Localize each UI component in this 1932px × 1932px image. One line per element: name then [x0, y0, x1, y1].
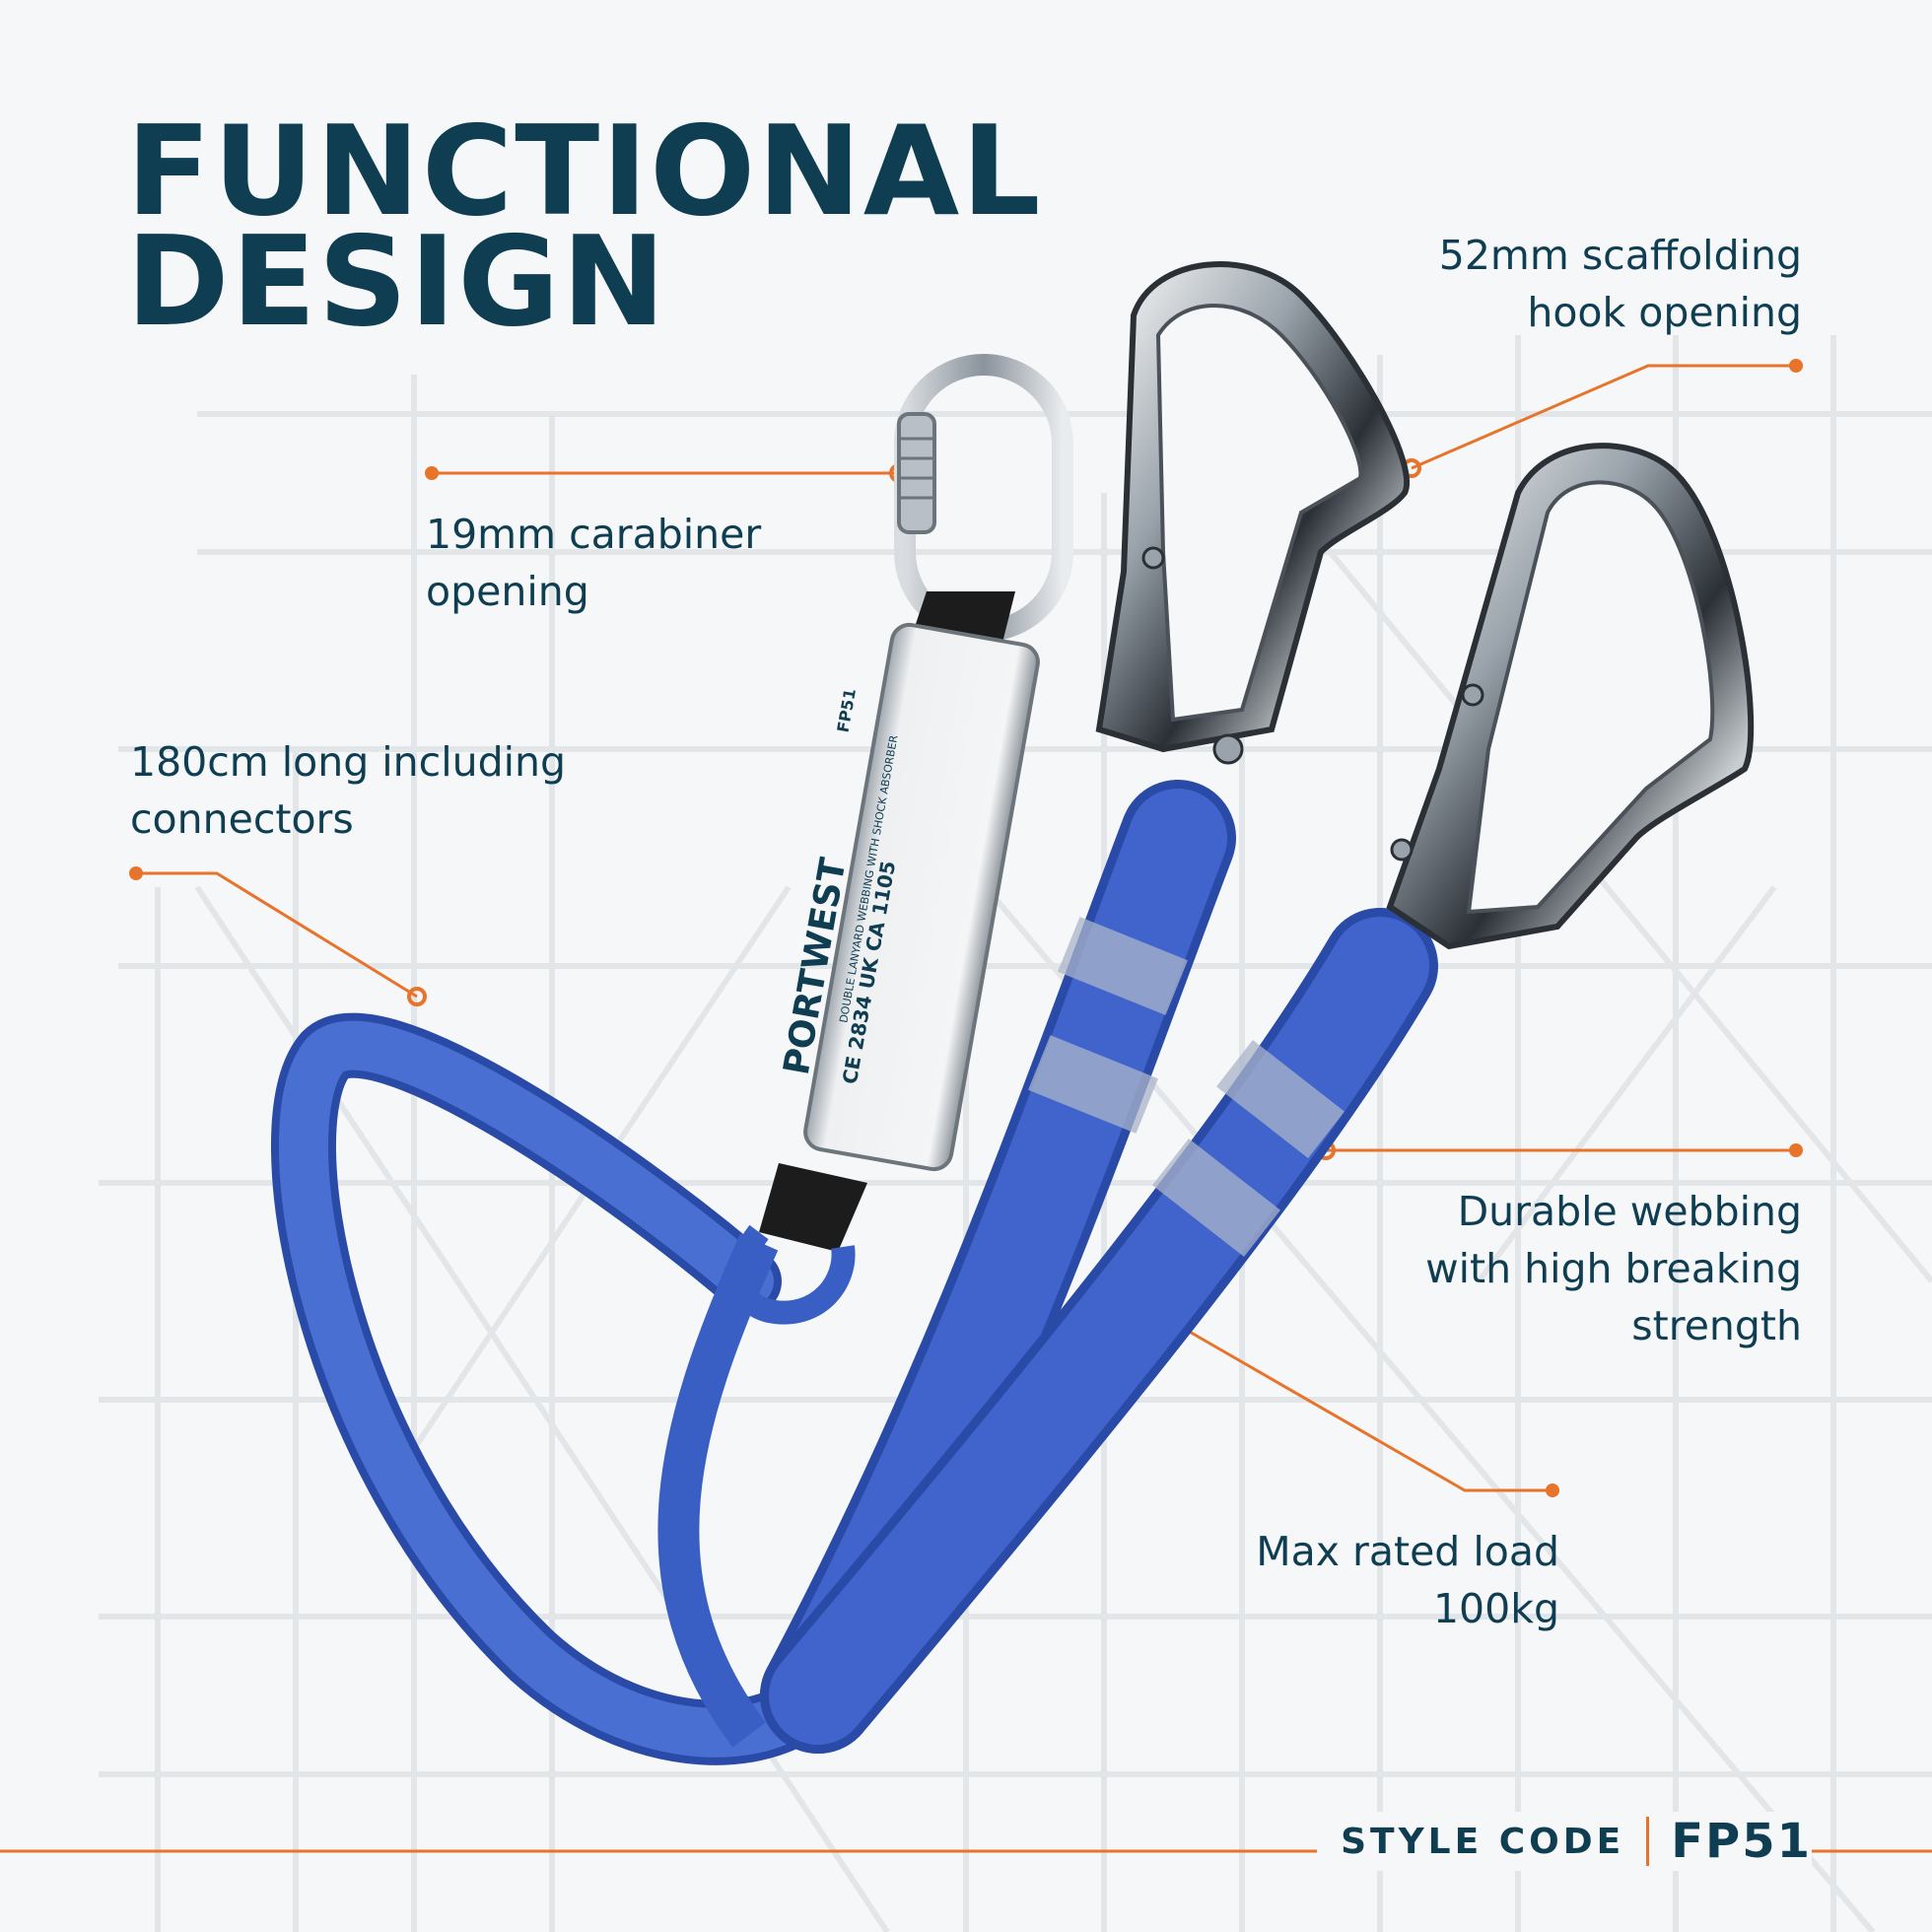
callout-length: 180cm long including connectors: [130, 733, 566, 848]
webbing-strap-right: [760, 908, 1438, 1754]
callout-webbing-line-3: strength: [1631, 1302, 1802, 1349]
scaffold-hook-icon: [1095, 260, 1410, 765]
style-code-label: STYLE CODE: [1341, 1821, 1625, 1862]
callout-hook-opening: 52mm scaffolding hook opening: [1439, 227, 1802, 341]
absorber-code: FP51: [834, 687, 861, 734]
callout-carabiner-opening: 19mm carabiner opening: [426, 506, 761, 620]
callout-connectors: [136, 364, 1796, 1492]
callout-hook-line-2: hook opening: [1527, 289, 1802, 336]
webbing-loop: [271, 1012, 851, 1765]
callout-length-line-2: connectors: [130, 795, 354, 843]
callout-max-load: Max rated load 100kg: [1256, 1523, 1559, 1637]
load-connector: [1180, 1325, 1552, 1492]
callout-webbing: Durable webbing with high breaking stren…: [1425, 1183, 1802, 1354]
callout-load-line-1: Max rated load: [1256, 1528, 1559, 1575]
style-code-value: FP51: [1671, 1814, 1812, 1869]
scaffold-hook-icon: [1386, 443, 1755, 950]
callout-dots: [129, 359, 1803, 1497]
callout-load-line-2: 100kg: [1432, 1585, 1559, 1632]
page-title: FUNCTIONAL DESIGN: [126, 99, 1043, 354]
callout-webbing-line-1: Durable webbing: [1457, 1188, 1802, 1235]
callout-webbing-line-2: with high breaking: [1425, 1245, 1802, 1292]
callout-length-line-1: 180cm long including: [130, 738, 567, 786]
carabiner-icon: [894, 354, 1073, 642]
callout-carabiner-line-2: opening: [426, 568, 589, 615]
style-code-divider: [1646, 1817, 1650, 1866]
hook-connector: [1411, 364, 1796, 470]
title-line-1: FUNCTIONAL: [126, 99, 1043, 243]
callout-hook-line-1: 52mm scaffolding: [1438, 232, 1802, 279]
length-connector: [136, 871, 418, 999]
title-line-2: DESIGN: [126, 209, 668, 354]
callout-carabiner-line-1: 19mm carabiner: [426, 511, 762, 558]
shock-absorber: [727, 591, 1040, 1325]
style-code-block: STYLE CODE FP51: [1317, 1812, 1812, 1871]
